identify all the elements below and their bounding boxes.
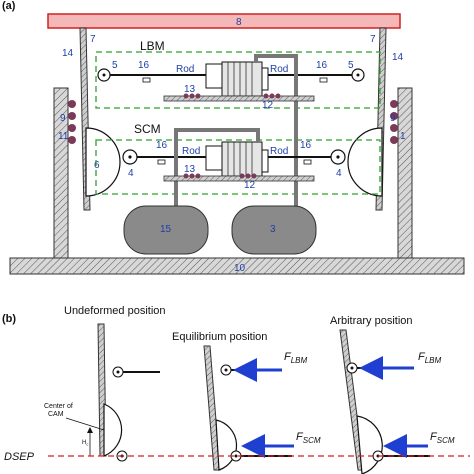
right-cam (347, 127, 383, 197)
panel-a-tag: (a) (2, 0, 16, 12)
label-9-right: 9 (390, 113, 396, 124)
right-magnets (390, 100, 398, 144)
left-frame (53, 87, 69, 259)
label-7-left: 7 (90, 34, 96, 45)
fscm-equilibrium: FSCM (296, 431, 321, 445)
scm-label: SCM (134, 122, 161, 136)
label-3: 3 (270, 224, 276, 235)
center-cam-label-1: Center of (44, 403, 73, 410)
label-14-right: 14 (392, 52, 404, 63)
label-4-left: 4 (128, 168, 134, 179)
scm-dashed-box (95, 139, 381, 195)
label-9-left: 9 (60, 113, 66, 124)
top-bar (47, 13, 401, 29)
label-1-right: 1 (400, 131, 406, 142)
dsep-label: DSEP (4, 451, 35, 463)
label-16-scm-left: 16 (156, 140, 168, 151)
scm-pipe (174, 128, 260, 210)
panel-b-tag: (b) (2, 313, 16, 325)
label-4-right: 4 (336, 168, 342, 179)
label-10: 10 (234, 263, 246, 274)
label-8: 8 (236, 17, 242, 28)
undeformed-title: Undeformed position (64, 305, 166, 317)
flbm-equilibrium: FLBM (284, 351, 308, 365)
arbitrary-title: Arbitrary position (330, 315, 413, 327)
left-magnets (68, 100, 76, 144)
lbm-label: LBM (140, 39, 165, 53)
fscm-arbitrary: FSCM (430, 431, 455, 445)
right-frame (397, 87, 413, 259)
label-12-scm: 12 (244, 180, 256, 191)
flbm-arbitrary: FLBM (418, 351, 442, 365)
tank-3 (231, 205, 317, 255)
lbm-dashed-box (95, 51, 381, 109)
label-13-lbm: 13 (184, 84, 196, 95)
label-7-right: 7 (370, 34, 376, 45)
rod-lbm-left: Rod (176, 64, 194, 75)
rod-scm-right: Rod (270, 146, 288, 157)
label-6: 6 (94, 160, 100, 171)
label-11-left: 11 (58, 131, 69, 142)
label-13-scm: 13 (184, 164, 196, 175)
label-5-right: 5 (348, 60, 354, 71)
center-cam-label-2: CAM (48, 411, 64, 418)
lbm-rail (163, 95, 315, 102)
lbm-pipe (254, 54, 298, 210)
label-12-lbm: 12 (262, 100, 274, 111)
tank-15 (123, 205, 209, 255)
ground-base (9, 257, 465, 275)
label-16-scm-right: 16 (300, 140, 312, 151)
rod-scm-left: Rod (182, 146, 200, 157)
label-16-lbm-left: 16 (138, 60, 150, 71)
label-15: 15 (160, 224, 172, 235)
scm-actuator-coil (221, 141, 263, 177)
label-14-left: 14 (62, 48, 74, 59)
rod-lbm-right: Rod (270, 64, 288, 75)
label-16-lbm-right: 16 (316, 60, 328, 71)
label-5-left: 5 (112, 60, 118, 71)
scm-rail (163, 175, 315, 182)
hc-label: Hc (82, 440, 88, 447)
equilibrium-title: Equilibrium position (172, 331, 267, 343)
left-cam (85, 127, 121, 197)
